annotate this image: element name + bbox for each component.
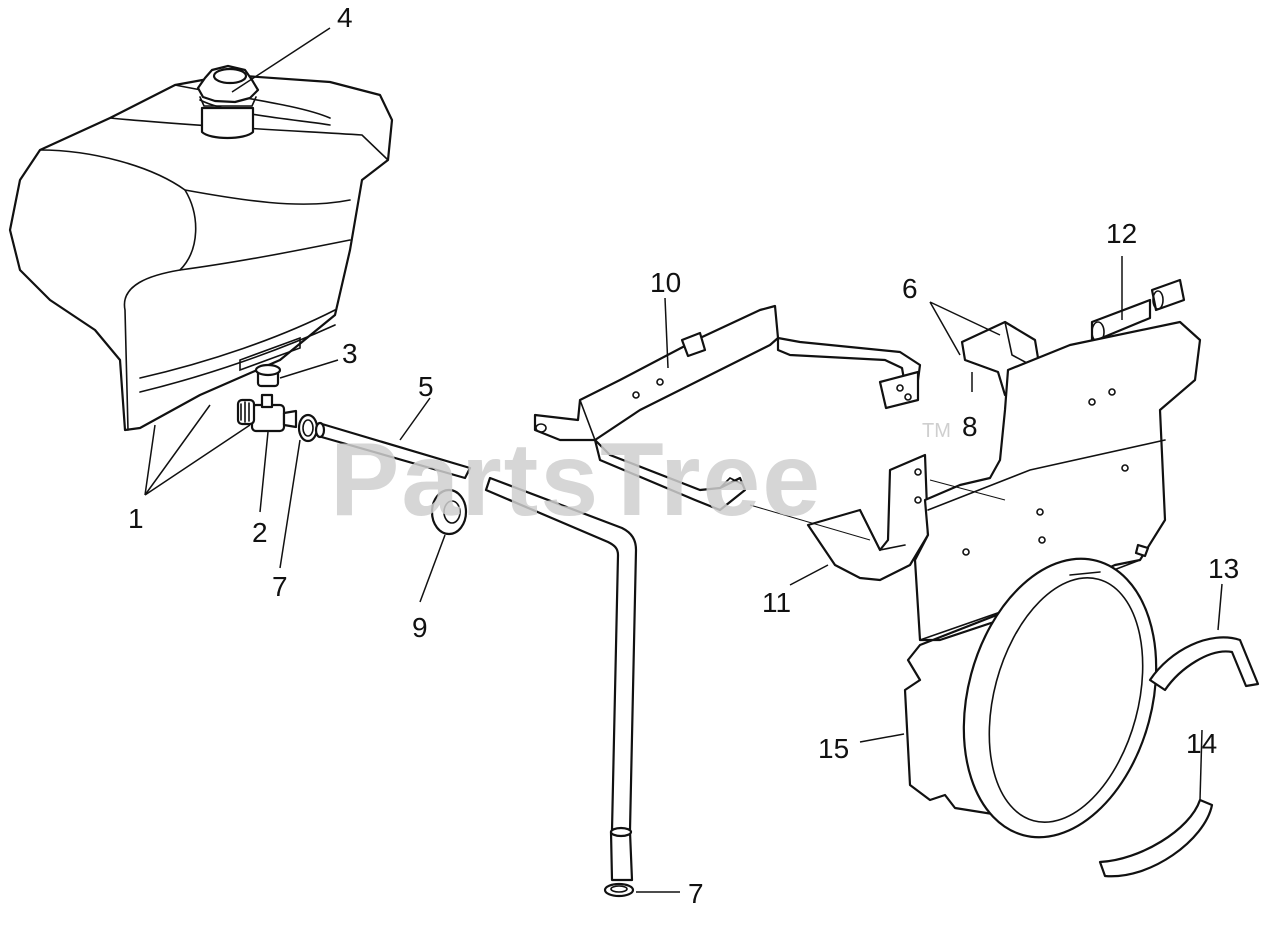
fuel-tank[interactable]: [8, 73, 394, 432]
callout-2: 2: [252, 517, 268, 548]
fuel-line-lower[interactable]: [484, 476, 638, 882]
watermark-brand: PartsTree: [330, 422, 822, 538]
callout-11: 11: [762, 587, 791, 618]
callout-labels: 1 2 3 4 5 6 7 7 8 9 10 11 12 13 14 15: [128, 2, 1239, 909]
shutoff-valve[interactable]: [236, 393, 298, 433]
callout-10: 10: [650, 267, 681, 298]
shroud-ring[interactable]: [934, 537, 1185, 859]
spacer-pair[interactable]: [1090, 278, 1186, 344]
callout-8: 8: [962, 411, 978, 442]
watermark-trademark: TM: [922, 420, 951, 442]
tank-fitting[interactable]: [254, 363, 282, 388]
tank-bracket[interactable]: [533, 304, 922, 512]
fuel-cap[interactable]: [196, 64, 260, 140]
fuel-line-upper[interactable]: [314, 421, 472, 480]
callout-5: 5: [418, 371, 434, 402]
callout-4: 4: [337, 2, 353, 33]
callout-14: 14: [1186, 728, 1217, 759]
seal-strip-upper[interactable]: [1148, 636, 1260, 692]
callout-13: 13: [1208, 553, 1239, 584]
hose-clamp-upper[interactable]: [297, 413, 319, 443]
grommet[interactable]: [430, 488, 468, 536]
watermark: PartsTree TM: [330, 420, 951, 538]
callout-6: 6: [902, 273, 918, 304]
callout-3: 3: [342, 338, 358, 369]
angle-bracket[interactable]: [806, 453, 930, 582]
callout-12: 12: [1106, 218, 1137, 249]
callout-7-lower: 7: [688, 878, 704, 909]
callout-9: 9: [412, 612, 428, 643]
hose-clamp-lower[interactable]: [603, 882, 635, 898]
seal-strip-lower[interactable]: [1098, 798, 1214, 878]
callout-15: 15: [818, 733, 849, 764]
callout-7-upper: 7: [272, 571, 288, 602]
callout-1: 1: [128, 503, 144, 534]
leader-lines: [144, 27, 1223, 893]
